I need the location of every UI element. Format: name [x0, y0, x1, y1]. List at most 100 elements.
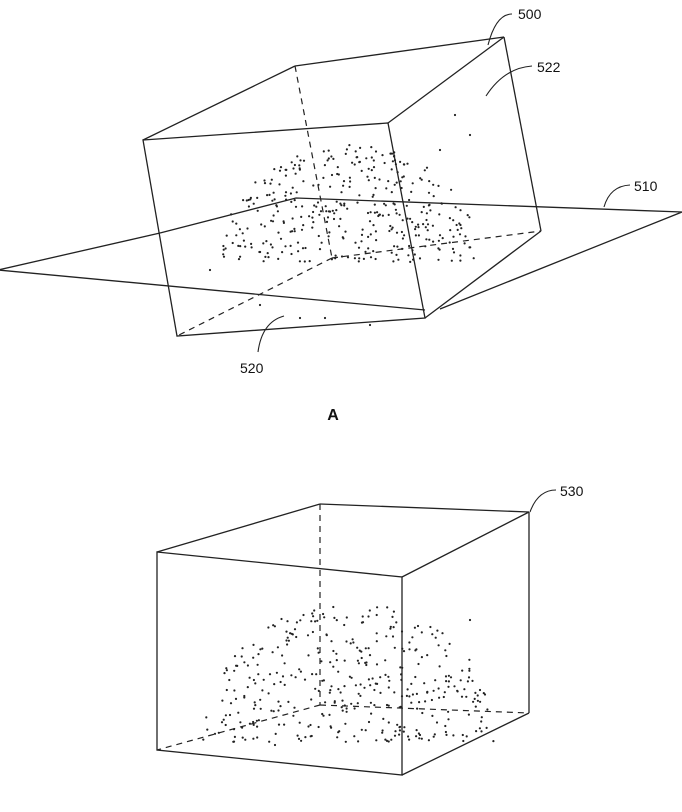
data-point: [478, 727, 481, 730]
data-point: [408, 244, 411, 248]
data-point: [357, 740, 360, 743]
data-point: [372, 250, 375, 253]
data-point: [357, 246, 361, 249]
data-point: [385, 703, 389, 707]
leader-522: [485, 65, 533, 97]
data-point: [384, 204, 387, 207]
data-point: [287, 700, 290, 704]
data-point: [411, 182, 414, 185]
data-point: [274, 732, 277, 736]
data-point: [222, 253, 225, 256]
data-point: [259, 698, 262, 701]
data-point: [370, 169, 373, 172]
data-point: [432, 735, 435, 738]
data-point: [262, 260, 265, 263]
data-point: [326, 216, 330, 219]
data-point: [252, 678, 255, 682]
data-point: [239, 721, 242, 724]
data-point: [360, 728, 363, 731]
data-point: [472, 257, 475, 260]
data-point: [252, 656, 255, 659]
data-point: [411, 249, 414, 252]
data-point: [468, 618, 472, 622]
data-point: [468, 658, 471, 661]
data-point: [252, 737, 255, 740]
data-point: [394, 208, 397, 211]
data-point: [424, 226, 427, 229]
data-point: [295, 191, 298, 194]
data-point: [384, 673, 387, 677]
data-point: [424, 700, 427, 703]
data-point: [448, 217, 451, 220]
data-point: [267, 626, 270, 629]
data-point: [473, 697, 476, 701]
leader-530: [529, 489, 557, 513]
data-point: [448, 241, 451, 244]
data-point: [424, 245, 427, 248]
data-point: [231, 220, 234, 223]
data-point: [217, 731, 220, 734]
data-point: [364, 250, 367, 253]
data-point: [459, 209, 462, 212]
data-point: [369, 256, 373, 259]
data-point: [208, 268, 212, 272]
data-point: [330, 155, 333, 158]
data-point: [331, 209, 334, 212]
data-point: [480, 720, 483, 723]
data-point: [312, 221, 315, 224]
data-point: [357, 692, 360, 695]
data-point: [279, 237, 283, 240]
data-point: [235, 234, 238, 237]
data-point: [390, 251, 393, 254]
data-point: [232, 740, 235, 743]
cube-530-hidden-edge: [319, 704, 530, 714]
data-point: [441, 237, 444, 240]
data-point: [327, 157, 330, 160]
data-point: [298, 316, 302, 320]
data-point: [243, 661, 246, 664]
data-point: [400, 230, 403, 234]
data-point: [423, 169, 426, 172]
data-point: [456, 228, 459, 231]
data-point: [372, 166, 376, 169]
data-point: [249, 198, 252, 201]
data-point: [456, 690, 459, 693]
data-point: [445, 654, 448, 658]
data-point: [295, 621, 298, 624]
data-point: [273, 625, 276, 628]
data-point: [378, 213, 381, 216]
data-point: [257, 673, 260, 676]
data-point: [391, 226, 394, 229]
data-point: [428, 238, 431, 241]
data-point: [400, 673, 403, 676]
data-point: [329, 689, 332, 692]
data-point: [399, 705, 402, 709]
data-point: [258, 303, 262, 307]
data-point: [311, 216, 314, 219]
data-point: [373, 203, 376, 206]
data-point: [263, 225, 266, 228]
data-point: [345, 710, 348, 713]
data-point: [335, 659, 338, 662]
data-point: [351, 638, 354, 641]
data-point: [356, 201, 359, 204]
data-point: [389, 627, 392, 630]
data-point: [402, 650, 406, 653]
data-point: [401, 247, 404, 250]
data-point: [327, 149, 330, 152]
data-point: [313, 204, 316, 207]
data-point: [283, 683, 286, 687]
data-point: [297, 250, 300, 253]
data-point: [313, 609, 316, 612]
data-point: [341, 699, 344, 702]
data-point: [356, 646, 359, 649]
data-point: [400, 695, 404, 698]
data-point: [370, 712, 373, 715]
data-point: [399, 180, 402, 183]
data-point: [392, 202, 395, 205]
data-point: [266, 252, 269, 255]
data-point: [476, 694, 479, 697]
data-point: [405, 694, 408, 698]
data-point: [343, 704, 346, 707]
